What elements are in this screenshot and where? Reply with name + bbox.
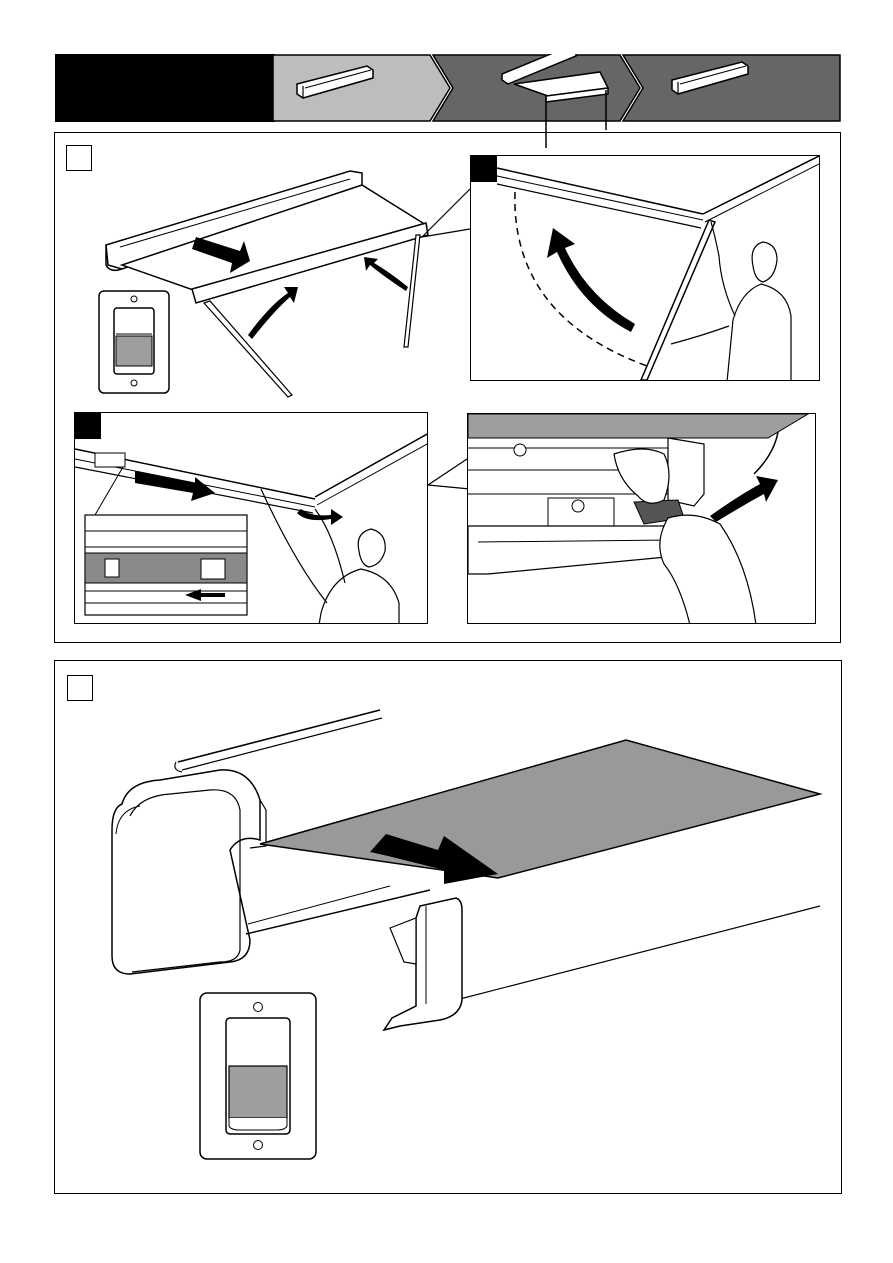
step-header-bar [55, 54, 841, 122]
detail-clip-release-panel [467, 413, 816, 624]
clip-release-illustration [468, 414, 816, 624]
lift-arrow-icon [248, 287, 298, 339]
rotate-arm-arrow-icon [547, 228, 635, 332]
slide-lock-illustration [75, 413, 428, 624]
fabric-sheet [260, 740, 820, 878]
fold-arrow-icon [364, 257, 408, 291]
arm-raise-illustration [471, 156, 820, 381]
detail-slide-lock-panel [74, 412, 428, 624]
press-clip-arrow-icon [710, 476, 778, 522]
person-figure-2 [261, 489, 399, 624]
panel-b-step-box [67, 675, 93, 701]
panel-a-step-box [66, 145, 92, 171]
detail-tab-marker-2 [75, 413, 101, 439]
callout-wedge [420, 185, 475, 255]
awning-retract-illustration [100, 700, 830, 1040]
header-lead-block [55, 54, 275, 122]
switch-rocker-pressed-large [229, 1066, 287, 1118]
wall-switch-large[interactable] [199, 992, 317, 1160]
wall-switch-small[interactable] [98, 290, 170, 394]
switch-rocker-pressed [116, 336, 152, 366]
person-figure [671, 222, 791, 381]
detail-arm-raise-panel [470, 155, 820, 381]
slide-lock-inset [85, 515, 247, 615]
step-header-graphic [55, 54, 841, 122]
detail-tab-marker [471, 156, 497, 182]
